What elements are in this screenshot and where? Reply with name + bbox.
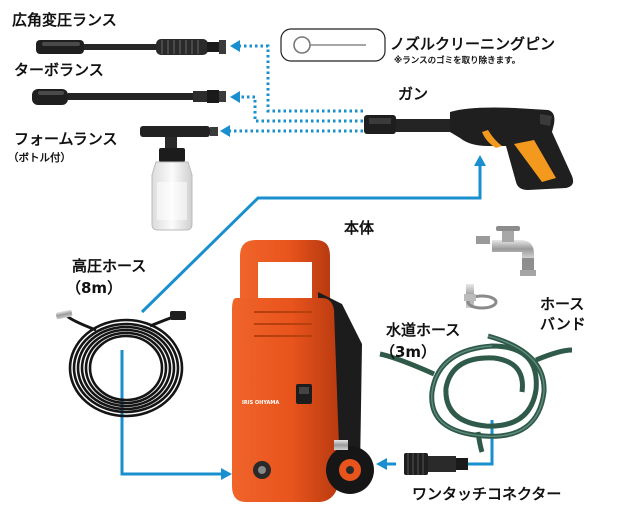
main-unit bbox=[232, 240, 374, 502]
label-turbo-lance: ターボランス bbox=[14, 61, 104, 79]
label-gun: ガン bbox=[398, 85, 429, 103]
one-touch-connector bbox=[404, 453, 468, 475]
arrow-turbo-lance bbox=[230, 91, 240, 103]
foam-lance bbox=[140, 126, 218, 231]
label-nozzle-pin-note: ※ランスのゴミを取り除きます。 bbox=[394, 56, 521, 66]
label-hose-band-line1: ホース bbox=[540, 295, 585, 313]
spray-gun bbox=[364, 107, 574, 190]
high-pressure-hose-coil bbox=[64, 313, 184, 418]
label-foam-lance: フォームランス bbox=[14, 130, 118, 148]
water-hose-highlight bbox=[431, 335, 545, 437]
label-nozzle-pin: ノズルクリーニングピン bbox=[390, 35, 556, 53]
label-one-touch-connector: ワンタッチコネクター bbox=[412, 485, 562, 503]
label-high-pressure-hose-length: （8m） bbox=[66, 279, 123, 297]
arrow-wide-lance bbox=[230, 40, 240, 52]
hose-band bbox=[464, 284, 498, 310]
nozzle-cleaning-pin bbox=[280, 28, 386, 62]
line-hose-to-body bbox=[120, 350, 222, 476]
arrow-body bbox=[221, 468, 232, 480]
label-foam-lance-note: （ボトル付） bbox=[8, 152, 71, 164]
label-water-hose-length: （3m） bbox=[380, 343, 437, 361]
dotted-line-wide-lance bbox=[238, 44, 363, 113]
brand-badge: IRIS OHYAMA bbox=[242, 400, 280, 406]
arrow-gun bbox=[474, 155, 486, 166]
line-hose-to-gun bbox=[140, 163, 482, 314]
turbo-lance bbox=[32, 89, 226, 105]
label-hose-band-line2: バンド bbox=[540, 315, 586, 333]
label-water-hose: 水道ホース bbox=[386, 321, 461, 339]
dotted-line-turbo-lance bbox=[238, 95, 363, 123]
label-main-unit: 本体 bbox=[344, 219, 375, 237]
high-pressure-hose-fittings bbox=[55, 309, 186, 320]
arrow-foam-lance bbox=[220, 125, 230, 137]
arrow-connector-to-body bbox=[376, 458, 387, 470]
label-high-pressure-hose: 高圧ホース bbox=[72, 257, 147, 275]
arrow-heads bbox=[220, 40, 486, 480]
label-wide-lance: 広角変圧ランス bbox=[12, 11, 117, 29]
wide-lance bbox=[36, 39, 226, 55]
water-faucet bbox=[476, 226, 536, 276]
